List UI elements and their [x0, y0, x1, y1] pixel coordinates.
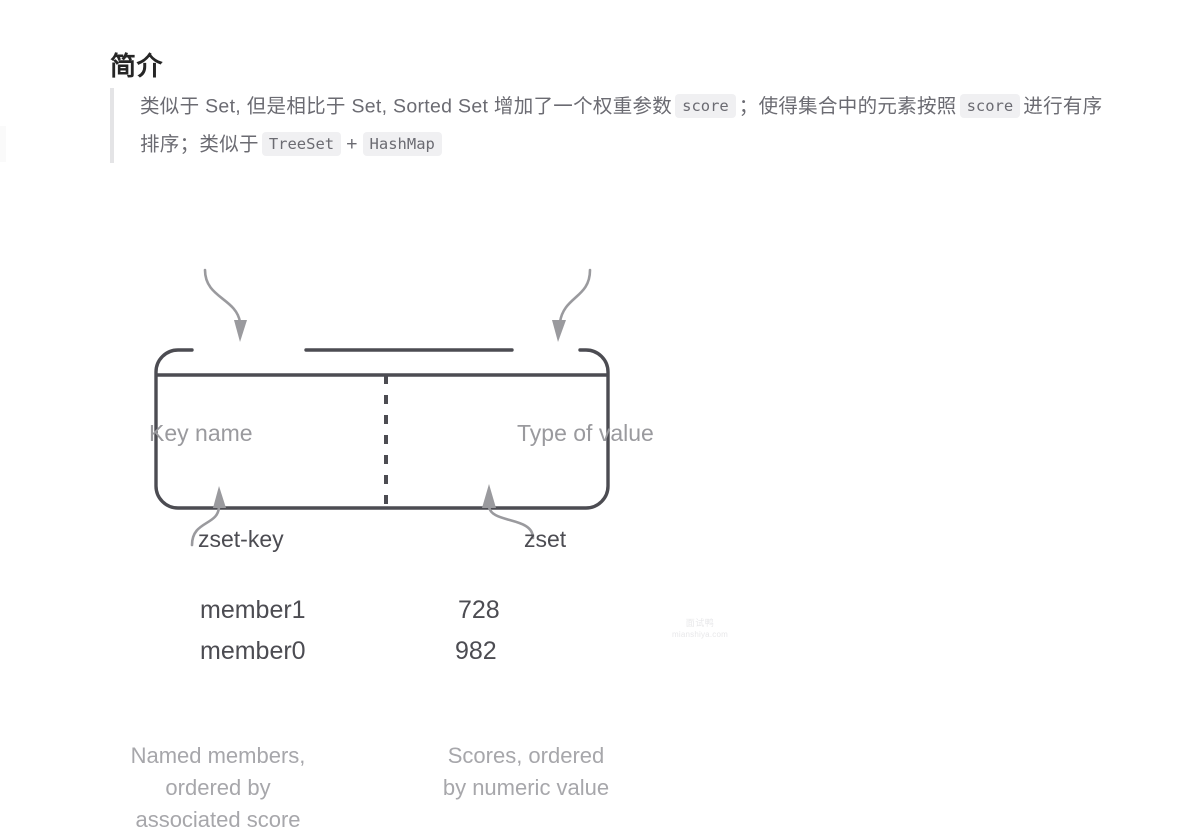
blockquote-text-1a: 类似于 Set, 但是相比于 Set, Sorted Set 增加了一个权重参数	[140, 95, 673, 118]
code-badge-score-2: score	[959, 94, 1021, 118]
blockquote-line-1: 类似于 Set, 但是相比于 Set, Sorted Set 增加了一个权重参数…	[140, 88, 1179, 126]
edge-artifact	[0, 126, 6, 162]
watermark: 面试鸭 mianshiya.com	[672, 618, 728, 640]
caption-scores-line-2: by numeric value	[442, 775, 610, 800]
member-row-1-name: member1	[200, 596, 306, 624]
arrow-key-name-head	[234, 320, 247, 342]
zset-type-label: zset	[524, 526, 567, 552]
arrow-members-caption-head	[213, 486, 226, 508]
intro-blockquote: 类似于 Set, 但是相比于 Set, Sorted Set 增加了一个权重参数…	[110, 88, 1179, 163]
caption-members-line-3: associated score	[135, 807, 301, 832]
caption-members-line-1: Named members,	[130, 743, 306, 768]
blockquote-text-1c: 进行有序	[1023, 95, 1103, 118]
code-badge-score-1: score	[675, 94, 736, 118]
member-row-2-name: member0	[200, 637, 306, 665]
code-badge-treeset: TreeSet	[261, 131, 342, 156]
arrow-scores-caption	[487, 504, 535, 540]
arrow-key-name	[203, 268, 242, 324]
zset-box-outline	[154, 348, 610, 510]
code-badge-hashmap: HashMap	[362, 131, 442, 156]
arrow-type-of-value-head	[552, 320, 566, 342]
zset-structure-diagram: Key name Type of value zset-key zset mem…	[0, 190, 1179, 832]
plus-symbol: +	[346, 133, 358, 155]
page-title: 简介	[110, 51, 164, 82]
arrow-scores-caption-head	[482, 484, 496, 508]
caption-scores: Scores, ordered by numeric value	[420, 740, 632, 804]
label-key-name: Key name	[149, 420, 253, 446]
watermark-cn: 面试鸭	[685, 618, 715, 628]
arrow-members-caption	[190, 504, 221, 547]
diagram-vector-layer	[154, 268, 610, 547]
member-row-2-score: 982	[455, 637, 497, 665]
zset-key-label: zset-key	[198, 526, 284, 552]
blockquote-text-2a: 排序；类似于	[140, 133, 259, 155]
member-row-1-score: 728	[458, 596, 500, 624]
blockquote-text-1b: ；使得集合中的元素按照	[738, 95, 957, 118]
caption-scores-line-1: Scores, ordered	[447, 743, 605, 768]
watermark-en: mianshiya.com	[672, 630, 728, 639]
caption-members: Named members, ordered by associated sco…	[112, 740, 324, 836]
label-type-of-value: Type of value	[517, 420, 654, 446]
caption-members-line-2: ordered by	[165, 775, 271, 800]
arrow-type-of-value	[558, 268, 592, 324]
